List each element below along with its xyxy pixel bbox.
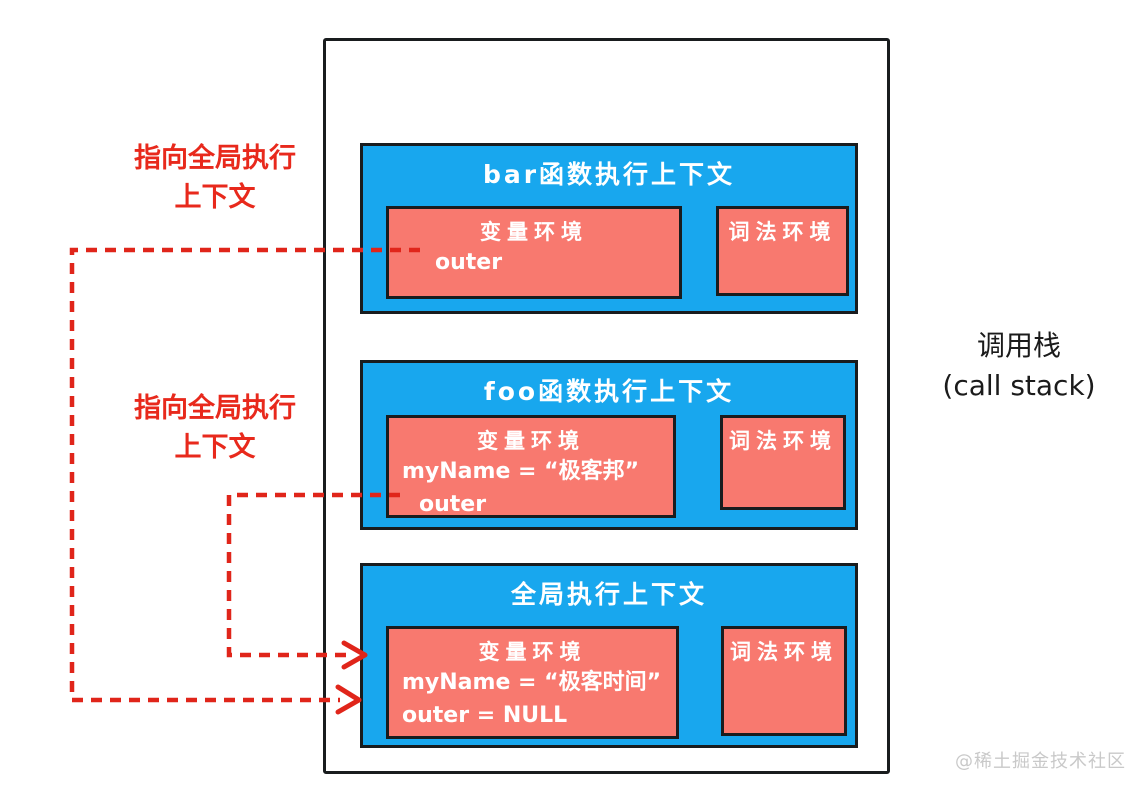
env-title: 词法环境 — [729, 429, 837, 453]
env-line: outer = NULL — [402, 703, 568, 728]
pointer-label-middle: 指向全局执行 上下文 — [95, 389, 335, 467]
call-stack-label: 调用栈 (call stack) — [908, 326, 1130, 406]
env-title: 变量环境 — [480, 220, 588, 244]
env-line: outer — [435, 250, 503, 275]
env-line: myName = “极客邦” — [402, 459, 640, 484]
env-title: 变量环境 — [478, 640, 587, 664]
variable-environment-bar: 变量环境 outer — [386, 206, 682, 299]
context-foo: foo函数执行上下文 变量环境 myName = “极客邦” outer 词法环… — [360, 360, 858, 530]
context-title: foo函数执行上下文 — [483, 377, 735, 406]
env-line: myName = “极客时间” — [402, 670, 662, 695]
call-stack-label-en: (call stack) — [942, 369, 1096, 402]
env-title: 变量环境 — [477, 429, 585, 453]
env-title: 词法环境 — [728, 220, 837, 244]
context-title: bar函数执行上下文 — [482, 160, 736, 189]
variable-environment-global: 变量环境 myName = “极客时间” outer = NULL — [386, 626, 679, 739]
context-global: 全局执行上下文 变量环境 myName = “极客时间” outer = NUL… — [360, 563, 858, 748]
call-stack-label-cn: 调用栈 — [976, 329, 1061, 362]
watermark: @稀土掘金技术社区 — [955, 751, 1126, 772]
context-bar: bar函数执行上下文 变量环境 outer 词法环境 — [360, 143, 858, 314]
env-line: outer — [419, 492, 487, 517]
pointer-label-line: 指向全局执行 — [134, 393, 296, 424]
pointer-label-line: 指向全局执行 — [134, 143, 296, 174]
pointer-label-top: 指向全局执行 上下文 — [95, 139, 335, 217]
lexical-environment-global: 词法环境 — [721, 626, 847, 736]
pointer-label-line: 上下文 — [174, 182, 256, 213]
variable-environment-foo: 变量环境 myName = “极客邦” outer — [386, 415, 676, 518]
context-title: 全局执行上下文 — [510, 580, 707, 609]
lexical-environment-bar: 词法环境 — [716, 206, 849, 296]
lexical-environment-foo: 词法环境 — [720, 415, 846, 510]
env-title: 词法环境 — [730, 640, 838, 664]
pointer-label-line: 上下文 — [174, 432, 256, 463]
